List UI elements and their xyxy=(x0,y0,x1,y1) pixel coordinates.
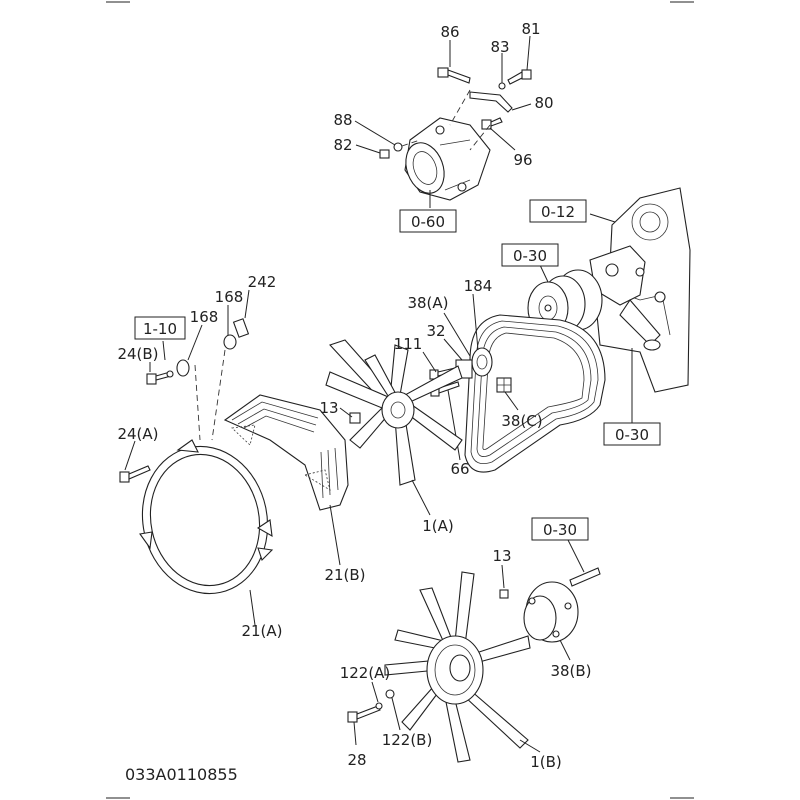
label-66: 66 xyxy=(450,460,469,478)
label-38b: 38(B) xyxy=(550,662,591,680)
ring-callouts xyxy=(124,289,256,626)
label-122a: 122(A) xyxy=(340,664,391,682)
label-1a: 1(A) xyxy=(422,517,454,535)
belt-callouts xyxy=(422,213,633,461)
label-32: 32 xyxy=(426,322,445,340)
label-24a: 24(A) xyxy=(117,425,158,443)
label-122b: 122(B) xyxy=(382,731,433,749)
label-38a: 38(A) xyxy=(407,294,448,312)
label-28: 28 xyxy=(347,751,366,769)
fan1b-callouts xyxy=(353,539,585,753)
label-21a: 21(A) xyxy=(241,622,282,640)
label-168-left: 168 xyxy=(190,308,219,326)
shroud21b-callouts xyxy=(329,504,341,566)
label-242: 242 xyxy=(248,273,277,291)
label-184: 184 xyxy=(464,277,493,295)
ref-box-0-60: 0-60 xyxy=(399,209,457,233)
label-13-bottom: 13 xyxy=(492,547,511,565)
ref-0-12-label: 0-12 xyxy=(541,203,575,221)
label-13-top: 13 xyxy=(319,399,338,417)
crop-marks xyxy=(106,1,694,799)
fan-clutch-38b xyxy=(499,567,601,643)
fan1a-callouts xyxy=(339,407,431,516)
label-86: 86 xyxy=(440,23,459,41)
label-111: 111 xyxy=(394,335,423,353)
fan1b-hardware xyxy=(347,689,395,723)
label-168-top: 168 xyxy=(215,288,244,306)
label-96: 96 xyxy=(513,151,532,169)
ref-0-30-right-label: 0-30 xyxy=(615,426,649,444)
label-81: 81 xyxy=(521,20,540,38)
label-88: 88 xyxy=(333,111,352,129)
figure-id: 033A0110855 xyxy=(125,765,238,784)
ref-1-10-label: 1-10 xyxy=(143,320,177,338)
shroud-ring-21a xyxy=(139,439,274,595)
label-82: 82 xyxy=(333,136,352,154)
ref-box-0-30-bottom: 0-30 xyxy=(531,517,589,541)
ref-box-0-30-top: 0-30 xyxy=(501,243,559,267)
ref-0-30-top-label: 0-30 xyxy=(513,247,547,265)
ref-box-0-12: 0-12 xyxy=(529,199,587,223)
shroud-21b xyxy=(223,394,349,511)
fan-1b xyxy=(384,571,531,763)
label-21b: 21(B) xyxy=(324,566,365,584)
thermostat-housing xyxy=(379,67,532,201)
label-24b: 24(B) xyxy=(117,345,158,363)
thermostat-callouts xyxy=(354,35,532,208)
ref-box-1-10: 1-10 xyxy=(134,316,186,340)
ref-0-60-label: 0-60 xyxy=(411,213,445,231)
ref-box-0-30-right: 0-30 xyxy=(603,422,661,446)
label-38c: 38(C) xyxy=(501,412,542,430)
label-83: 83 xyxy=(490,38,509,56)
fan-1a xyxy=(325,339,463,486)
label-1b: 1(B) xyxy=(530,753,562,771)
part-labels: 86 83 81 80 88 82 96 242 168 168 24(B) 2… xyxy=(117,20,591,771)
label-80: 80 xyxy=(534,94,553,112)
v-belt xyxy=(464,314,606,473)
water-pump xyxy=(589,245,666,351)
ref-0-30-bottom-label: 0-30 xyxy=(543,521,577,539)
ring-hardware xyxy=(119,318,250,483)
